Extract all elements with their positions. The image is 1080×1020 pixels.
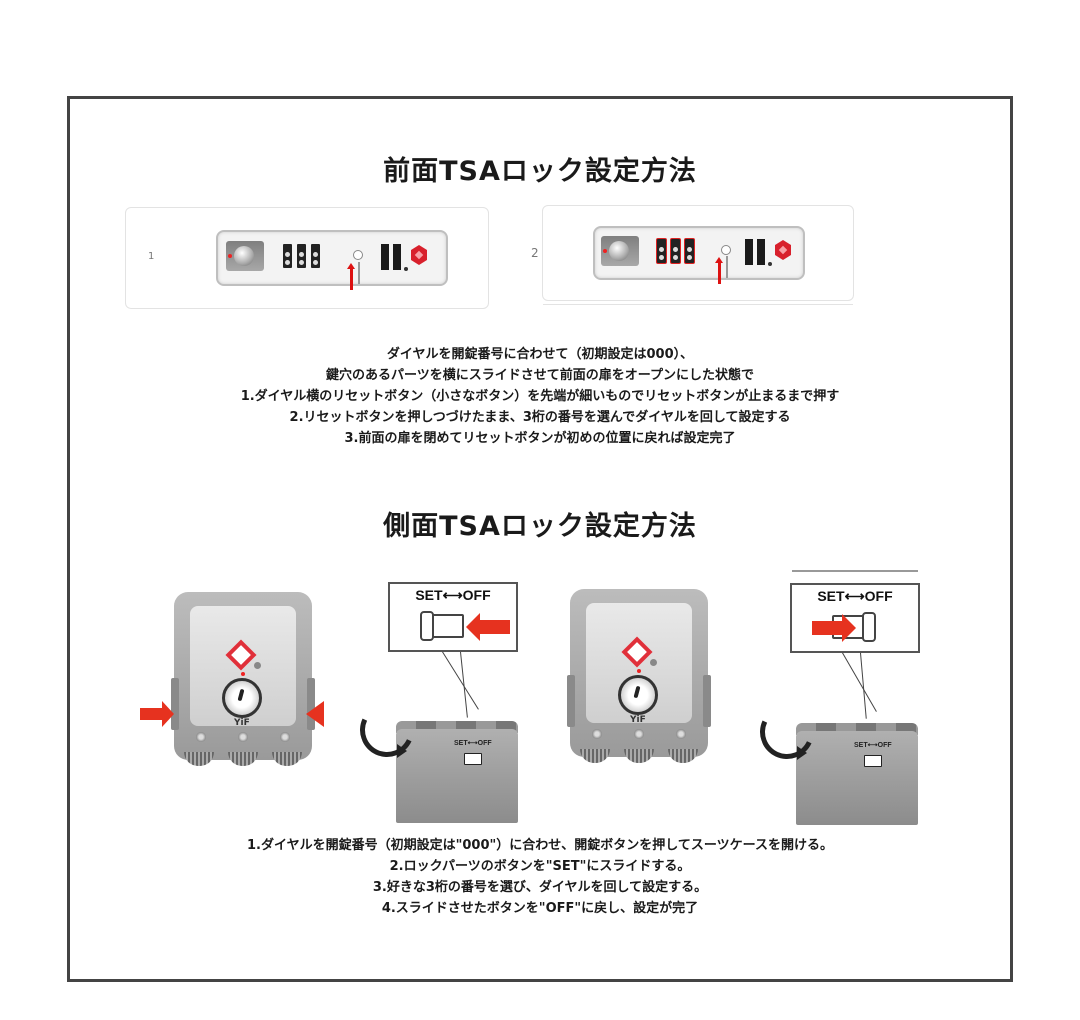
up-arrow-icon [715, 257, 723, 284]
instruction-line: 3.前面の扉を閉めてリセットボタンが初めの位置に戻れば設定完了 [344, 431, 736, 446]
tsa-logo-icon [775, 240, 791, 260]
side-tsa-heading: 側面TSAロック設定方法 [383, 511, 697, 542]
suitcase-side-icon: SET⟷OFF [796, 731, 918, 825]
keyhole-icon [618, 675, 658, 715]
reset-pin-icon [358, 262, 360, 284]
small-slide-switch-icon [864, 755, 882, 767]
brand-label: YiF [630, 715, 646, 725]
side-lock-illustration-3: YiF [567, 589, 711, 763]
keyhole-icon [222, 678, 262, 718]
divider [543, 304, 853, 305]
side-lock-illustration-1: YiF [171, 592, 315, 766]
instruction-line: 2.リセットボタンを押しつづけたまま、3桁の番号を選んでダイヤルを回して設定する [289, 410, 791, 425]
front-lock-illustration [216, 230, 448, 290]
key-cylinder-icon [601, 236, 639, 266]
small-slide-switch-icon [464, 753, 482, 765]
reset-pin-icon [726, 256, 728, 278]
front-instructions: ダイヤルを開錠番号に合わせて（初期設定は000）、 鍵穴のあるパーツを横にスライ… [70, 344, 1010, 449]
switch-callout: SET⟷OFF [790, 583, 920, 653]
dial-icon [311, 244, 320, 268]
front-step-1-panel: 1 [125, 207, 489, 309]
dial-icon [283, 244, 292, 268]
instruction-line: 鍵穴のあるパーツを横にスライドさせて前面の扉をオープンにした状態で [326, 368, 754, 383]
dial-icon [297, 244, 306, 268]
latch-slot-icon [393, 244, 401, 270]
set-off-small-label: SET⟷OFF [454, 740, 492, 747]
side-instructions: 1.ダイヤルを開錠番号（初期設定は"000"）に合わせ、開錠ボタンを押してスーツ… [70, 835, 1010, 919]
instruction-line: 2.ロックパーツのボタンを"SET"にスライドする。 [389, 859, 691, 874]
set-off-label: SET⟷OFF [415, 587, 491, 603]
set-off-label: SET⟷OFF [817, 588, 893, 604]
reset-button-icon [353, 250, 363, 260]
instruction-line: ダイヤルを開錠番号に合わせて（初期設定は000）、 [386, 347, 694, 362]
latch-slot-icon [745, 239, 753, 265]
front-step-2-panel: 2 [531, 205, 854, 301]
reset-button-icon [721, 245, 731, 255]
instruction-line: 1.ダイヤルを開錠番号（初期設定は"000"）に合わせ、開錠ボタンを押してスーツ… [247, 838, 833, 853]
key-cylinder-icon [226, 241, 264, 271]
instruction-line: 3.好きな3桁の番号を選び、ダイヤルを回して設定する。 [372, 880, 708, 895]
brand-label: YiF [234, 718, 250, 728]
switch-callout: SET⟷OFF [388, 582, 518, 652]
red-arrow-right-icon [812, 614, 856, 642]
dial-icon [657, 239, 666, 263]
step-number: 2 [531, 246, 539, 260]
red-arrow-right-icon [140, 701, 174, 727]
red-arrow-left-icon [466, 613, 510, 641]
red-arrow-left-icon [306, 701, 324, 727]
up-arrow-icon [347, 263, 355, 290]
set-off-small-label: SET⟷OFF [854, 742, 892, 749]
latch-slot-icon [381, 244, 389, 270]
instruction-line: 1.ダイヤル横のリセットボタン（小さなボタン）を先端が細いものでリセットボタンが… [240, 389, 840, 404]
tsa-logo-icon [411, 245, 427, 265]
suitcase-side-icon: SET⟷OFF [396, 729, 518, 823]
front-tsa-heading: 前面TSAロック設定方法 [383, 156, 697, 187]
dial-icon [685, 239, 694, 263]
instruction-sheet-frame: 前面TSAロック設定方法 1 2 [67, 96, 1013, 982]
step-number: 1 [148, 251, 155, 262]
divider [792, 570, 918, 572]
front-lock-illustration [593, 226, 805, 284]
instruction-line: 4.スライドさせたボタンを"OFF"に戻し、設定が完了 [381, 901, 699, 916]
latch-slot-icon [757, 239, 765, 265]
dial-icon [671, 239, 680, 263]
